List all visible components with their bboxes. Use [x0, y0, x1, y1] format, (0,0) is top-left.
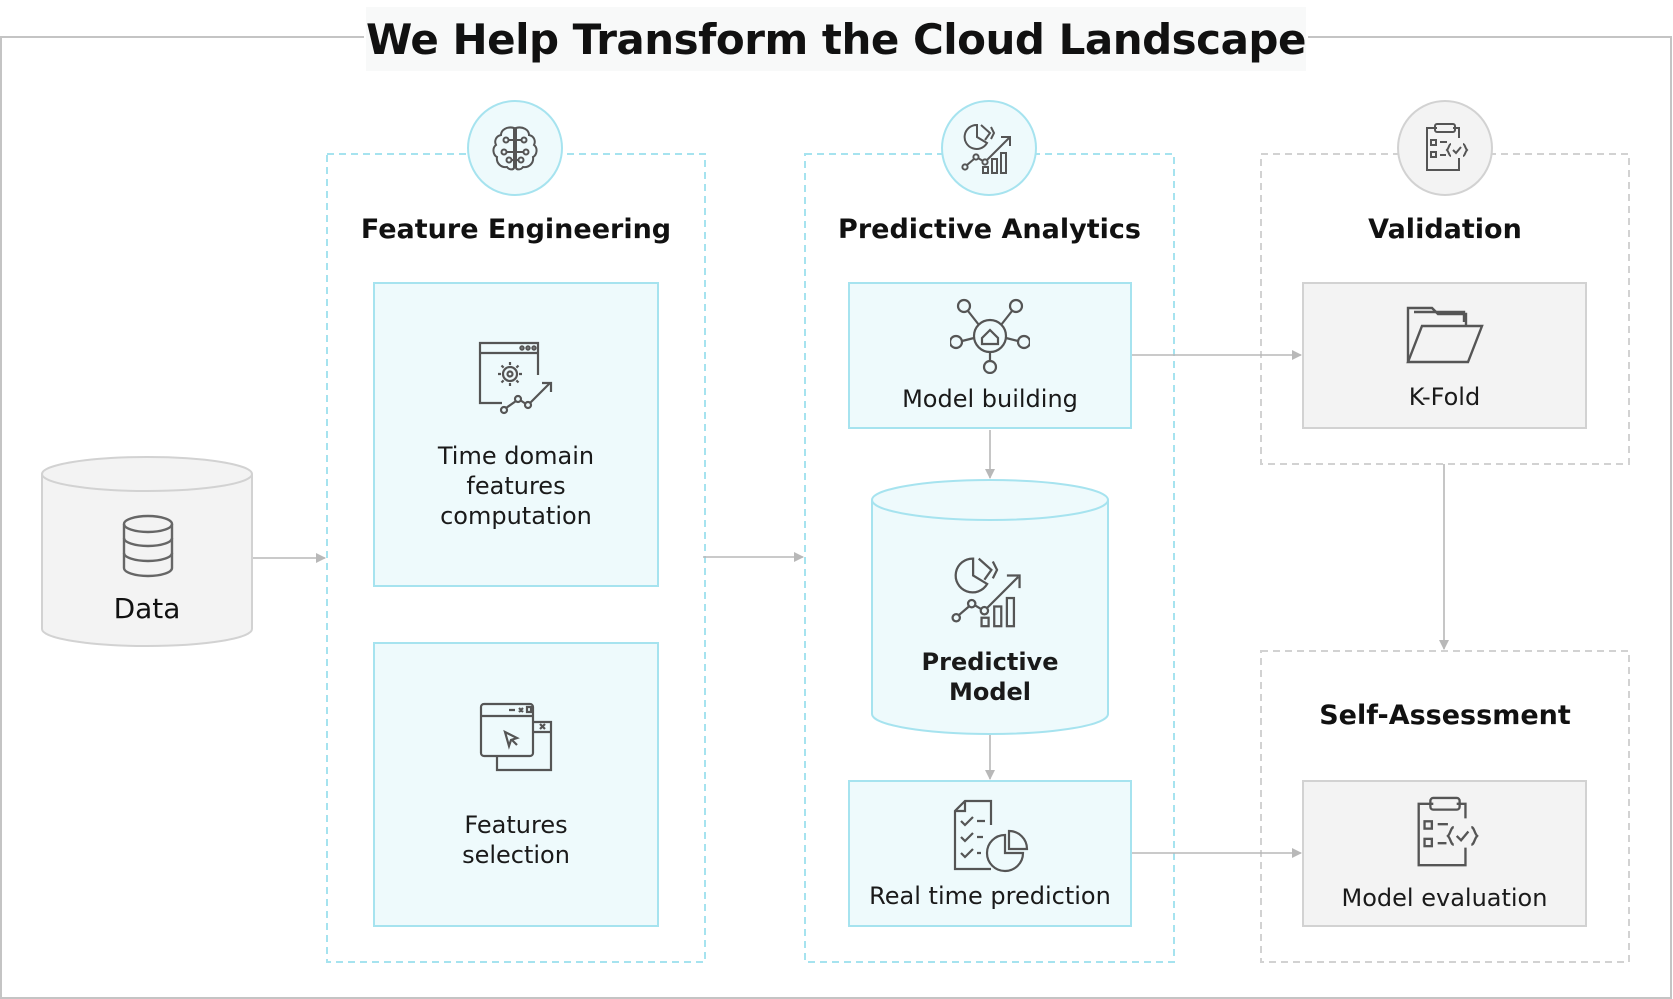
feature-engineering-frame [326, 153, 706, 963]
step-label: Real time prediction [869, 881, 1111, 910]
analytics-chart-icon [941, 100, 1037, 196]
step-features-selection: Features selection [373, 642, 659, 927]
step-label: Time domain features computation [437, 441, 595, 530]
section-title-self-assessment: Self-Assessment [1319, 700, 1571, 731]
brain-circuit-icon [467, 100, 563, 196]
self-assessment-frame [1260, 650, 1630, 963]
data-label: Data [113, 592, 181, 625]
step-time-domain-features: Time domain features computation [373, 282, 659, 587]
database-icon [120, 514, 176, 578]
section-title-feature-engineering: Feature Engineering [360, 214, 672, 245]
outer-frame [0, 36, 1672, 999]
folder-open-icon [1404, 300, 1486, 366]
step-model-evaluation: Model evaluation [1302, 780, 1587, 927]
clipboard-check-icon [1407, 795, 1483, 871]
section-title-predictive-analytics: Predictive Analytics [838, 214, 1141, 245]
network-hub-icon [950, 298, 1030, 374]
step-label: Predictive Model [921, 648, 1059, 706]
window-cursor-icon [477, 700, 555, 774]
step-model-building: Model building [848, 282, 1132, 429]
analytics-chart-icon [950, 553, 1030, 629]
step-k-fold: K-Fold [1302, 282, 1587, 429]
section-title-validation: Validation [1368, 214, 1522, 245]
step-label: K-Fold [1408, 382, 1481, 411]
step-real-time-prediction: Real time prediction [848, 780, 1132, 927]
step-label: Features selection [462, 810, 570, 869]
predictive-model-cylinder [871, 479, 1109, 735]
page-title: We Help Transform the Cloud Landscape [366, 7, 1306, 71]
checklist-pie-icon [951, 797, 1029, 873]
step-predictive-model: Predictive Model [872, 540, 1108, 720]
step-label: Model evaluation [1341, 883, 1548, 912]
clipboard-check-icon [1397, 100, 1493, 196]
settings-window-chart-icon [476, 339, 556, 415]
step-label: Model building [902, 384, 1078, 413]
